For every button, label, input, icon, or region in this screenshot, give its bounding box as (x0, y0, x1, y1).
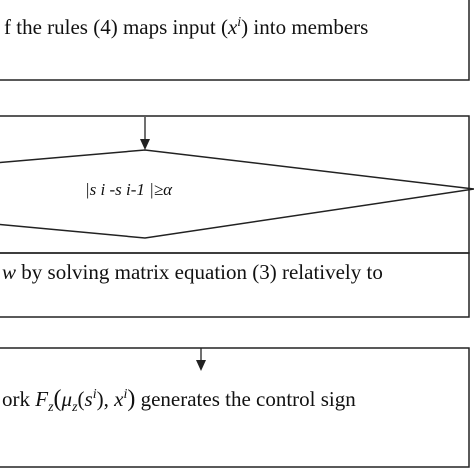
process-box-rules (0, 0, 470, 81)
decision-frame (0, 115, 470, 254)
process-box-rules-text: f the rules (4) maps input (xi) into mem… (4, 15, 368, 39)
arrow-into-decision-head (140, 139, 150, 150)
process-box-network-text: ork Fz(μz(si), xi) generates the control… (2, 386, 356, 415)
process-box-network (0, 347, 470, 468)
decision-diamond (0, 149, 474, 239)
process-box-solve-text: w by solving matrix equation (3) relativ… (2, 260, 383, 284)
process-box-solve (0, 252, 470, 318)
arrow-into-network-head (196, 360, 206, 371)
decision-condition-text: |s i -s i-1 |≥α (85, 180, 173, 199)
